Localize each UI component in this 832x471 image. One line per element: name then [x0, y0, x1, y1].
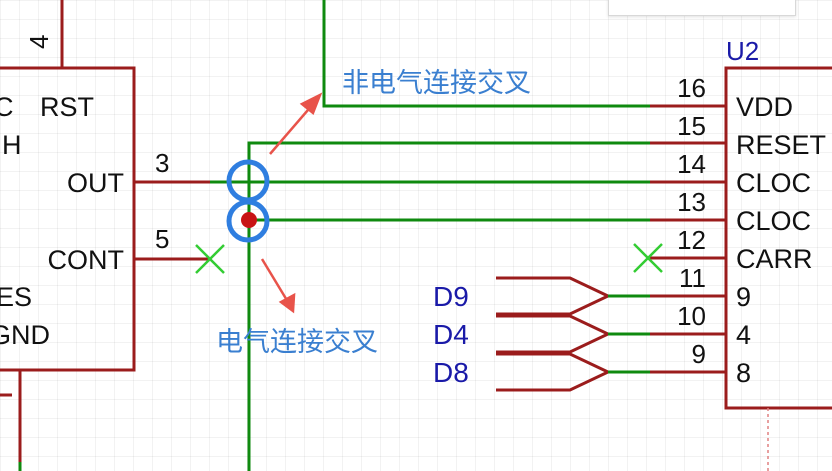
wires[interactable] [18, 0, 650, 471]
net-label-d4: D4 [433, 319, 469, 350]
left-chip-label-out: OUT [67, 168, 124, 198]
right-chip-pin-number-10: 10 [677, 301, 706, 331]
net-port-d8[interactable] [496, 352, 612, 392]
left-chip-label-es: ES [0, 282, 32, 312]
right-chip-label-9: 9 [736, 282, 751, 312]
wire-reset[interactable] [247, 141, 650, 471]
net-label-d8: D8 [433, 357, 469, 388]
wire-vdd[interactable] [322, 0, 650, 108]
floating-panel-edge [608, 0, 796, 16]
left-chip-label-gnd: GND [0, 320, 50, 350]
right-chip-body[interactable] [724, 66, 832, 410]
right-chip-label-reset: RESET [736, 130, 826, 160]
left-chip-pin-number-5: 5 [155, 224, 169, 254]
left-chip-label-h: H [2, 130, 22, 160]
net-port-d9[interactable] [496, 276, 612, 316]
right-chip-label-clock-1: CLOC [736, 168, 811, 198]
right-chip-pin-number-16: 16 [677, 73, 706, 103]
left-chip-label-cont: CONT [48, 245, 125, 275]
net-port-d4[interactable] [496, 314, 612, 354]
right-chip-pin-number-9: 9 [692, 339, 706, 369]
annotation-non-electrical-text: 非电气连接交叉 [342, 68, 531, 99]
arrow-electrical-head [278, 292, 296, 314]
electrical-crossing-ring [226, 199, 270, 243]
left-chip-pin-number-4: 4 [24, 35, 54, 49]
arrow-non-electrical [269, 102, 315, 155]
right-chip-label-carry: CARR [736, 244, 813, 274]
net-label-ports[interactable] [496, 276, 650, 392]
no-connect-marker-pin-5 [195, 244, 225, 274]
right-chip-pin-number-14: 14 [677, 149, 706, 179]
right-chip-label-8: 8 [736, 358, 751, 388]
annotation-electrical: 电气连接交叉 [216, 258, 378, 358]
annotation-electrical-text: 电气连接交叉 [216, 327, 378, 358]
no-connect-marker-pin-12 [633, 243, 663, 273]
right-chip-ref: U2 [726, 36, 759, 66]
right-chip-pin-number-12: 12 [677, 225, 706, 255]
left-chip[interactable]: 4 C RST H OUT CONT ES GND 3 5 [0, 0, 210, 471]
left-chip-body[interactable] [0, 66, 136, 372]
junction-dot [241, 212, 257, 228]
arrow-electrical [260, 258, 290, 303]
left-chip-label-rst: RST [40, 92, 94, 122]
net-label-d9: D9 [433, 281, 469, 312]
right-chip-label-4: 4 [736, 320, 751, 350]
right-chip-label-clock-2: CLOC [736, 206, 811, 236]
right-chip-pin-number-13: 13 [677, 187, 706, 217]
left-chip-pin-number-3: 3 [155, 148, 169, 178]
annotation-non-electrical: 非电气连接交叉 [269, 68, 531, 155]
right-chip-pin-number-15: 15 [677, 111, 706, 141]
right-chip-label-vdd: VDD [736, 92, 793, 122]
right-chip-u2[interactable]: U2 16 15 14 13 12 11 10 9 VDD RESET CLOC… [650, 36, 832, 410]
right-chip-pin-number-11: 11 [679, 263, 706, 293]
left-chip-label-c: C [0, 92, 14, 122]
arrow-non-electrical-head [299, 92, 323, 116]
